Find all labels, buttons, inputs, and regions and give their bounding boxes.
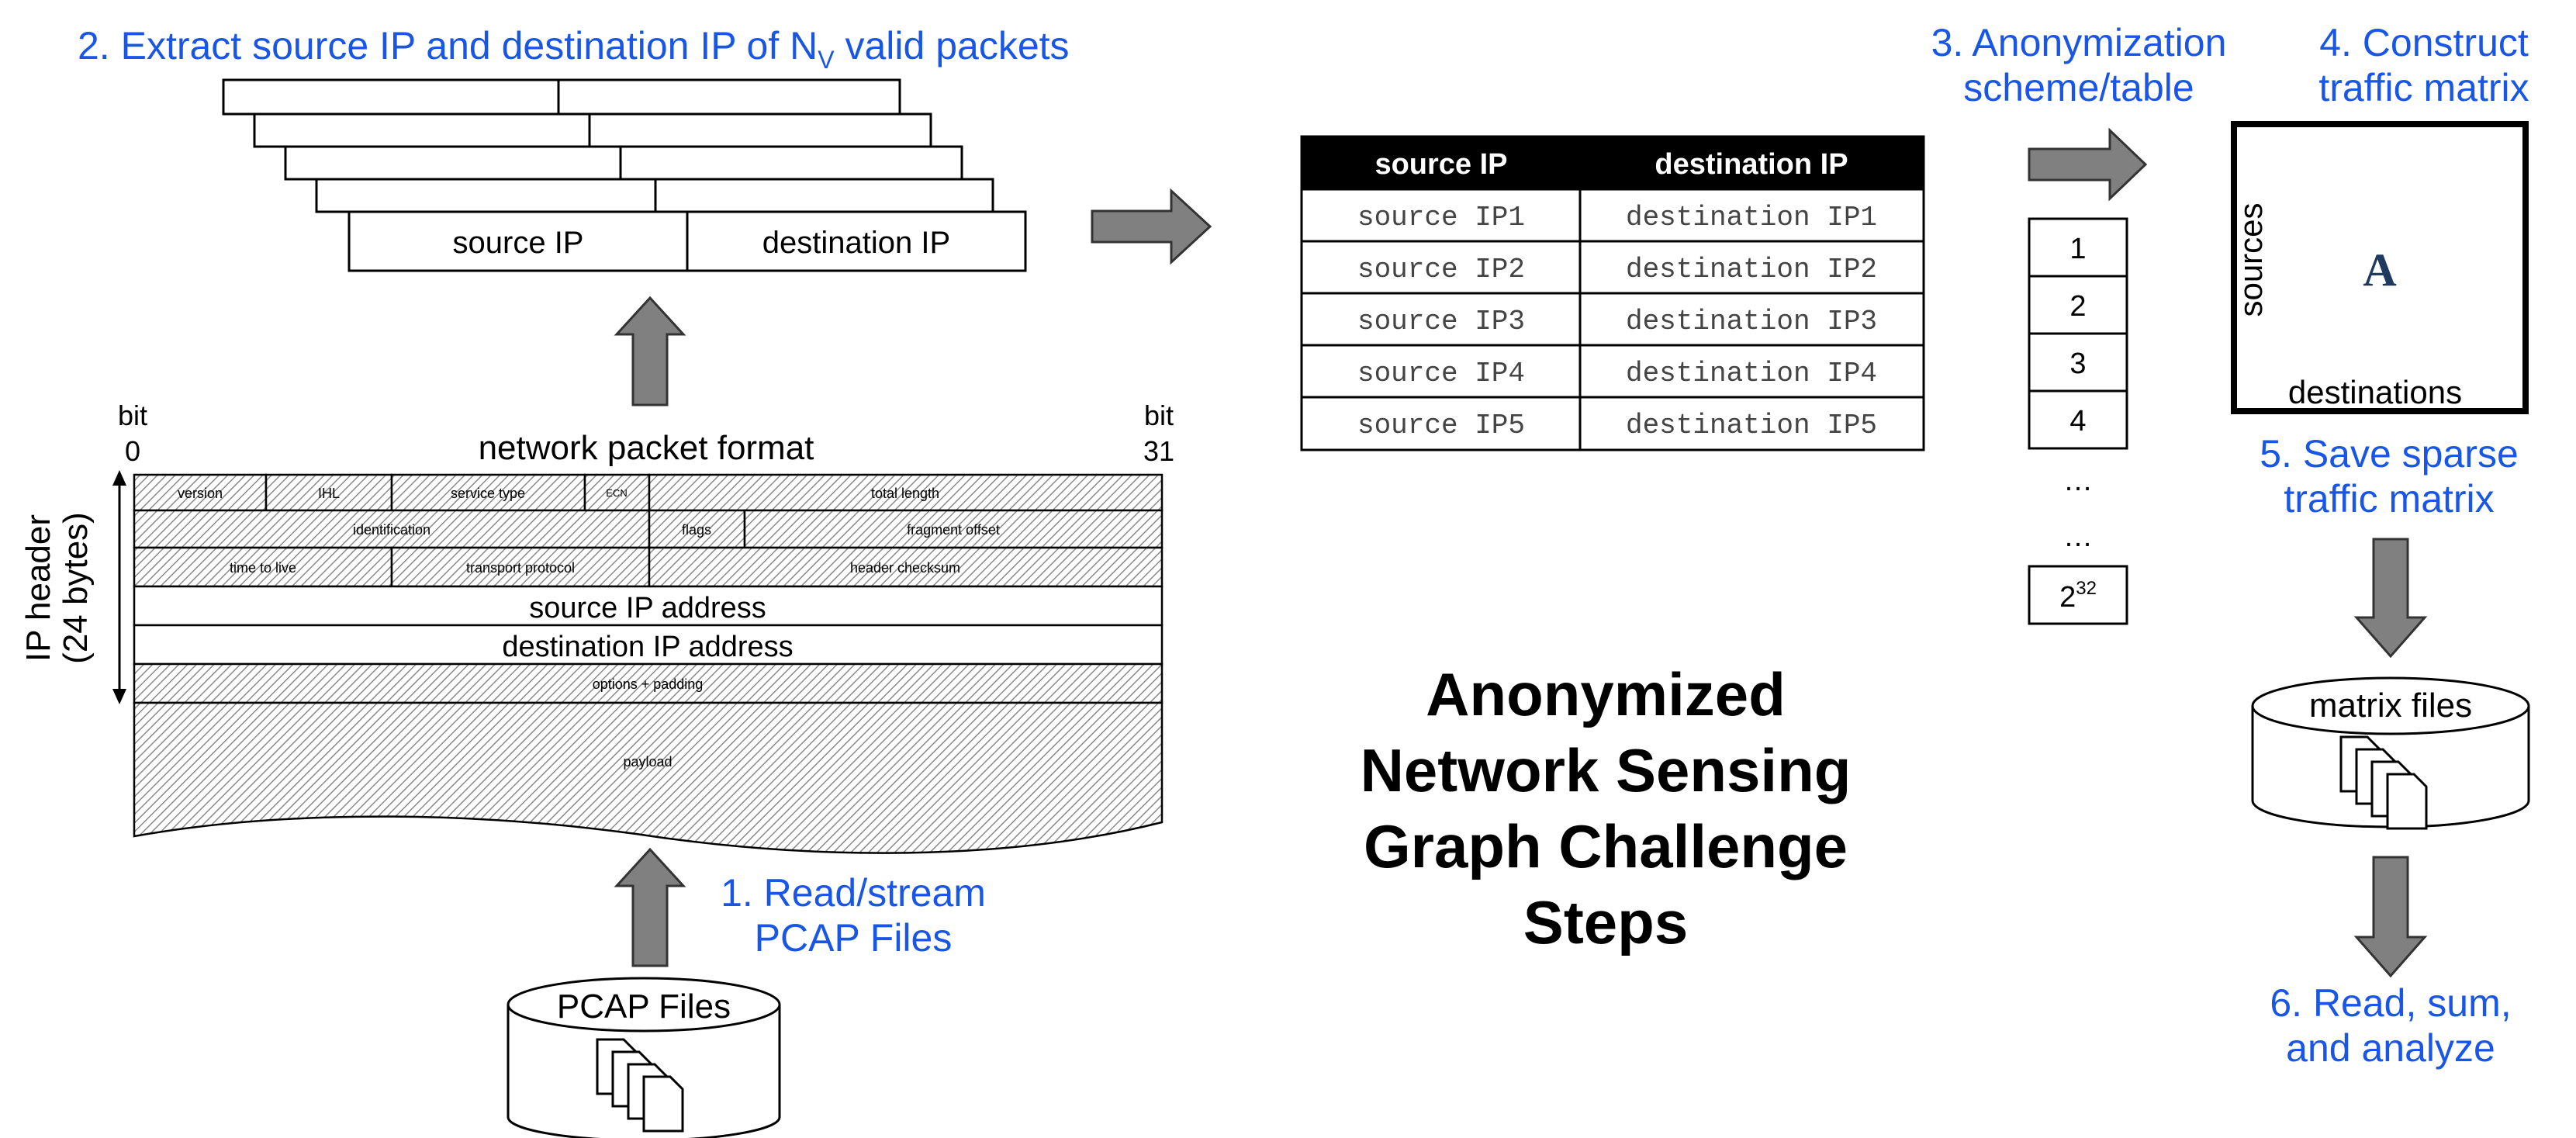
bit-end-number: 31	[1143, 435, 1174, 467]
anon-list-item: 2	[2069, 290, 2086, 323]
field-payload-label: payload	[623, 754, 672, 770]
ip-table-header-destination: destination IP	[1655, 148, 1848, 181]
anonymization-list	[2028, 217, 2128, 625]
ip-table-cell: source IP2	[1357, 254, 1525, 285]
field-identification-label: identification	[353, 522, 430, 538]
matrix-files-cylinder: matrix files	[2251, 676, 2530, 830]
ip-header-grid	[133, 473, 1164, 854]
matrix-files-label: matrix files	[2309, 687, 2472, 725]
anon-list-ellipsis: …	[2063, 521, 2093, 553]
extracted-source-ip-label: source IP	[453, 226, 584, 260]
field-fragment-offset-label: fragment offset	[907, 522, 1000, 538]
bit-start-number: 0	[125, 435, 140, 467]
matrix-sources-label: sources	[2232, 202, 2269, 316]
step2-heading: 2. Extract source IP and destination IP …	[78, 24, 1070, 74]
field-destination-ip-label: destination IP address	[502, 631, 793, 663]
field-options	[133, 662, 1164, 704]
field-version	[133, 473, 268, 512]
anon-list-item: 4	[2069, 405, 2086, 438]
field-total-length-label: total length	[871, 486, 939, 501]
field-header-checksum	[648, 546, 1164, 588]
field-service-type-label: service type	[451, 486, 525, 501]
ip-table-cell: destination IP5	[1626, 410, 1877, 441]
ip-table-cell: destination IP1	[1626, 202, 1877, 233]
ip-table-cell: source IP3	[1357, 306, 1525, 337]
extracted-destination-ip-label: destination IP	[762, 226, 950, 260]
field-service-type	[390, 473, 586, 512]
field-version-label: version	[178, 486, 223, 501]
field-transport-protocol-label: transport protocol	[466, 560, 575, 576]
ip-table-header-source: source IP	[1374, 148, 1507, 181]
right-arrow-icon	[2028, 127, 2148, 202]
ip-header-side-label: IP header(24 bytes)	[19, 512, 95, 664]
step6-label: 6. Read, sum,and analyze	[2270, 981, 2511, 1070]
bit-end-label: bit	[1144, 400, 1174, 431]
matrix-destinations-label: destinations	[2288, 374, 2462, 410]
field-ttl	[133, 546, 393, 588]
field-payload	[133, 701, 1164, 854]
header-extent-bottom-arrowhead	[112, 689, 126, 704]
field-header-checksum-label: header checksum	[850, 560, 960, 576]
up-arrow-icon	[614, 847, 686, 967]
field-ihl	[265, 473, 393, 512]
ip-table-cell: destination IP4	[1626, 358, 1877, 389]
field-ecn-label: ECN	[606, 487, 627, 499]
header-extent-top-arrowhead	[112, 470, 126, 486]
ip-table-header	[1302, 137, 1924, 189]
matrix-symbol: A	[2363, 244, 2396, 296]
ip-table: source IP destination IP source IP1 dest…	[1300, 135, 1925, 451]
field-ttl-label: time to live	[230, 560, 296, 576]
traffic-matrix	[2231, 121, 2529, 414]
anon-list-item: 3	[2069, 348, 2086, 380]
anon-list-ellipsis: …	[2063, 465, 2093, 497]
right-arrow-icon	[1091, 188, 1212, 265]
ip-table-cell: destination IP3	[1626, 306, 1877, 337]
anon-list-last-item: 232	[2059, 578, 2097, 614]
down-arrow-icon	[2353, 856, 2428, 978]
field-ihl-label: IHL	[318, 486, 340, 501]
field-destination-ip	[133, 624, 1164, 666]
down-arrow-icon	[2353, 538, 2428, 659]
field-flags-label: flags	[682, 522, 711, 538]
field-total-length	[648, 473, 1164, 512]
extracted-packet-stack	[222, 78, 1027, 272]
field-flags	[648, 509, 746, 549]
packet-format-title: network packet format	[479, 429, 814, 467]
field-fragment-offset	[743, 509, 1164, 549]
pcap-files-label: PCAP Files	[557, 988, 731, 1026]
bit-start-label: bit	[118, 400, 147, 431]
ip-table-cell: source IP1	[1357, 202, 1525, 233]
ip-table-cell: source IP5	[1357, 410, 1525, 441]
ip-table-cell: source IP4	[1357, 358, 1525, 389]
anon-list-item: 1	[2069, 233, 2086, 265]
ip-table-cell: destination IP2	[1626, 254, 1877, 285]
field-source-ip	[133, 585, 1164, 627]
up-arrow-icon	[614, 296, 686, 406]
pcap-files-cylinder: PCAP Files	[507, 977, 781, 1138]
field-options-label: options + padding	[593, 676, 704, 692]
field-source-ip-label: source IP address	[529, 592, 766, 624]
